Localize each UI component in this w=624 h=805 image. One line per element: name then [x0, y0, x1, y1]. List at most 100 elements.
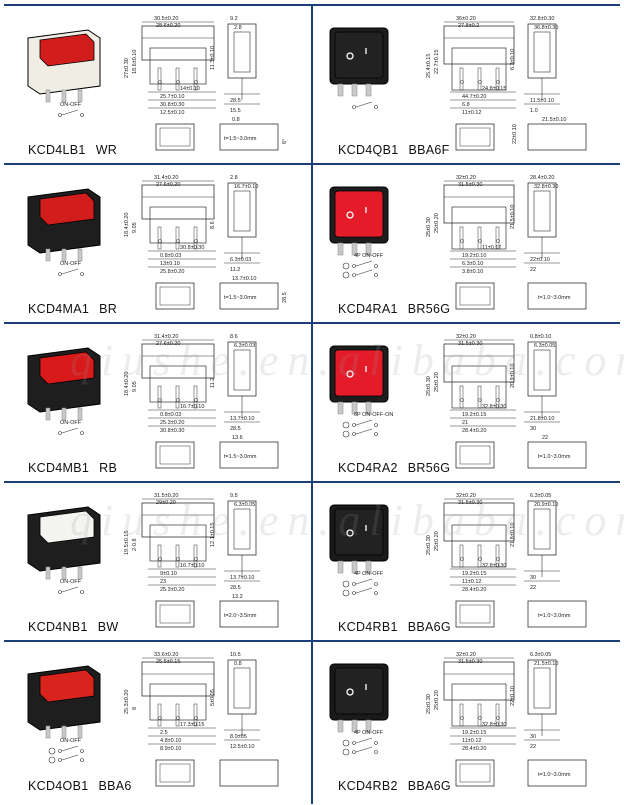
dimension-label: 32.8±0.30: [482, 722, 506, 728]
dimension-label: 22: [530, 267, 536, 273]
contact-icon: [58, 749, 62, 753]
dimension-label: 6.8: [462, 102, 470, 108]
panel-thickness-label: t=1.0~3.0mm: [538, 295, 571, 301]
model-suffix: BBA6G: [407, 779, 451, 793]
drawing-outline: [495, 703, 500, 727]
drawing-outline: [443, 502, 515, 542]
terminal-hole-icon: [478, 716, 482, 720]
off-mark-icon: [346, 529, 354, 537]
model-suffix: WR: [95, 143, 118, 157]
drawing-outline: [157, 226, 162, 250]
switch-rocker: [39, 192, 95, 226]
dimension-label: 33.6±0.20: [154, 652, 178, 658]
drawing-line: [355, 419, 373, 426]
dimension-label: 44.7±0.20: [462, 94, 486, 100]
dimension-label: 6.3±0.03: [234, 343, 255, 349]
drawing-outline: [175, 544, 180, 568]
contact-icon: [374, 741, 378, 745]
drawing-outline: [141, 343, 215, 379]
model-suffix: BBA6F: [408, 143, 450, 157]
dimension-label: 12.1±0.15: [210, 523, 216, 547]
model-suffix: BBA6: [98, 779, 132, 793]
dimension-label: 19.2±0.15: [462, 571, 486, 577]
lamp-icon: [48, 747, 56, 755]
contact-icon: [352, 741, 356, 745]
lamp-icon: [342, 748, 350, 756]
dimension-label: 9.05: [132, 222, 138, 233]
dimension-label: 32.8±0.30: [534, 184, 558, 190]
dimension-label: 30.8±0.30: [180, 245, 204, 251]
off-mark-icon: [346, 52, 354, 60]
circuit-label: ON-OFF: [60, 102, 82, 108]
contact-icon: [374, 591, 378, 595]
dimension-label: 2-0.8: [132, 538, 138, 551]
drawing-outline: [527, 441, 587, 469]
dimension-label: 31.4±0.20: [154, 175, 178, 181]
model-number: KCD4RB2: [338, 779, 398, 793]
model-suffix: BR56G: [407, 302, 451, 316]
dimension-label: 2.8: [230, 175, 238, 181]
dimension-label: 8.0±05: [230, 734, 247, 740]
dimension-label: 11.2: [210, 378, 216, 388]
drawing-outline: [443, 661, 515, 701]
drawing-outline: [527, 282, 587, 310]
contact-icon: [58, 431, 62, 435]
panel-thickness-label: t=1.0~3.0mm: [538, 613, 571, 619]
panel-thickness-label: t=2.0~3.5mm: [224, 613, 257, 619]
panel-thickness-label: t=1.5~3.0mm: [224, 136, 257, 142]
model-number: KCD4NB1: [28, 620, 88, 634]
terminal-hole-icon: [194, 239, 198, 243]
dimension-label: 12.5±0.10: [160, 110, 184, 116]
dimension-label: 8.6: [230, 334, 238, 340]
drawing-outline: [443, 184, 515, 224]
off-mark-icon: [346, 688, 354, 696]
dimension-label: 18.4±0.20: [124, 372, 130, 396]
dimension-label: 31.5±0.20: [154, 493, 178, 499]
dimension-label: 25.3±0.20: [160, 587, 184, 593]
dimension-label: 9.2: [230, 16, 238, 22]
dimension-label: 11.2: [230, 267, 240, 273]
dimension-label: 28.5: [282, 292, 288, 303]
terminal-pin: [61, 725, 67, 739]
dimension-label: 2.8: [234, 25, 242, 31]
model-suffix: RB: [99, 461, 118, 475]
terminal-hole-icon: [496, 80, 500, 84]
model-suffix: BR: [99, 302, 118, 316]
drawing-outline: [533, 667, 551, 709]
terminal-hole-icon: [194, 398, 198, 402]
dimension-label: 25.4±0.15: [426, 54, 432, 78]
row-divider: [4, 640, 620, 642]
contact-icon: [58, 272, 62, 276]
drawing-outline: [149, 683, 207, 721]
dimension-label: 32±0.20: [456, 175, 476, 181]
switch-rocker: [334, 349, 384, 397]
dimension-label: 21.5±0.10: [542, 117, 566, 123]
dimension-label: 27.6±0.20: [156, 341, 180, 347]
dimension-label: 32±0.20: [456, 652, 476, 658]
drawing-outline: [477, 67, 482, 91]
drawing-line: [355, 260, 373, 267]
dimension-label: 32.8±0.30: [482, 563, 506, 569]
dimension-label: 25.3±0.20: [124, 690, 130, 714]
dimension-label: 28.5: [230, 426, 241, 432]
model-number: KCD4MB1: [28, 461, 90, 475]
drawing-outline: [455, 123, 495, 151]
dimension-label: 22.7±0.15: [434, 50, 440, 74]
contact-icon: [374, 273, 378, 277]
dimension-label: 19.2±0.15: [462, 412, 486, 418]
model-number: KCD4RB1: [338, 620, 398, 634]
drawing-outline: [495, 385, 500, 409]
drawing-outline: [477, 544, 482, 568]
terminal-hole-icon: [478, 557, 482, 561]
